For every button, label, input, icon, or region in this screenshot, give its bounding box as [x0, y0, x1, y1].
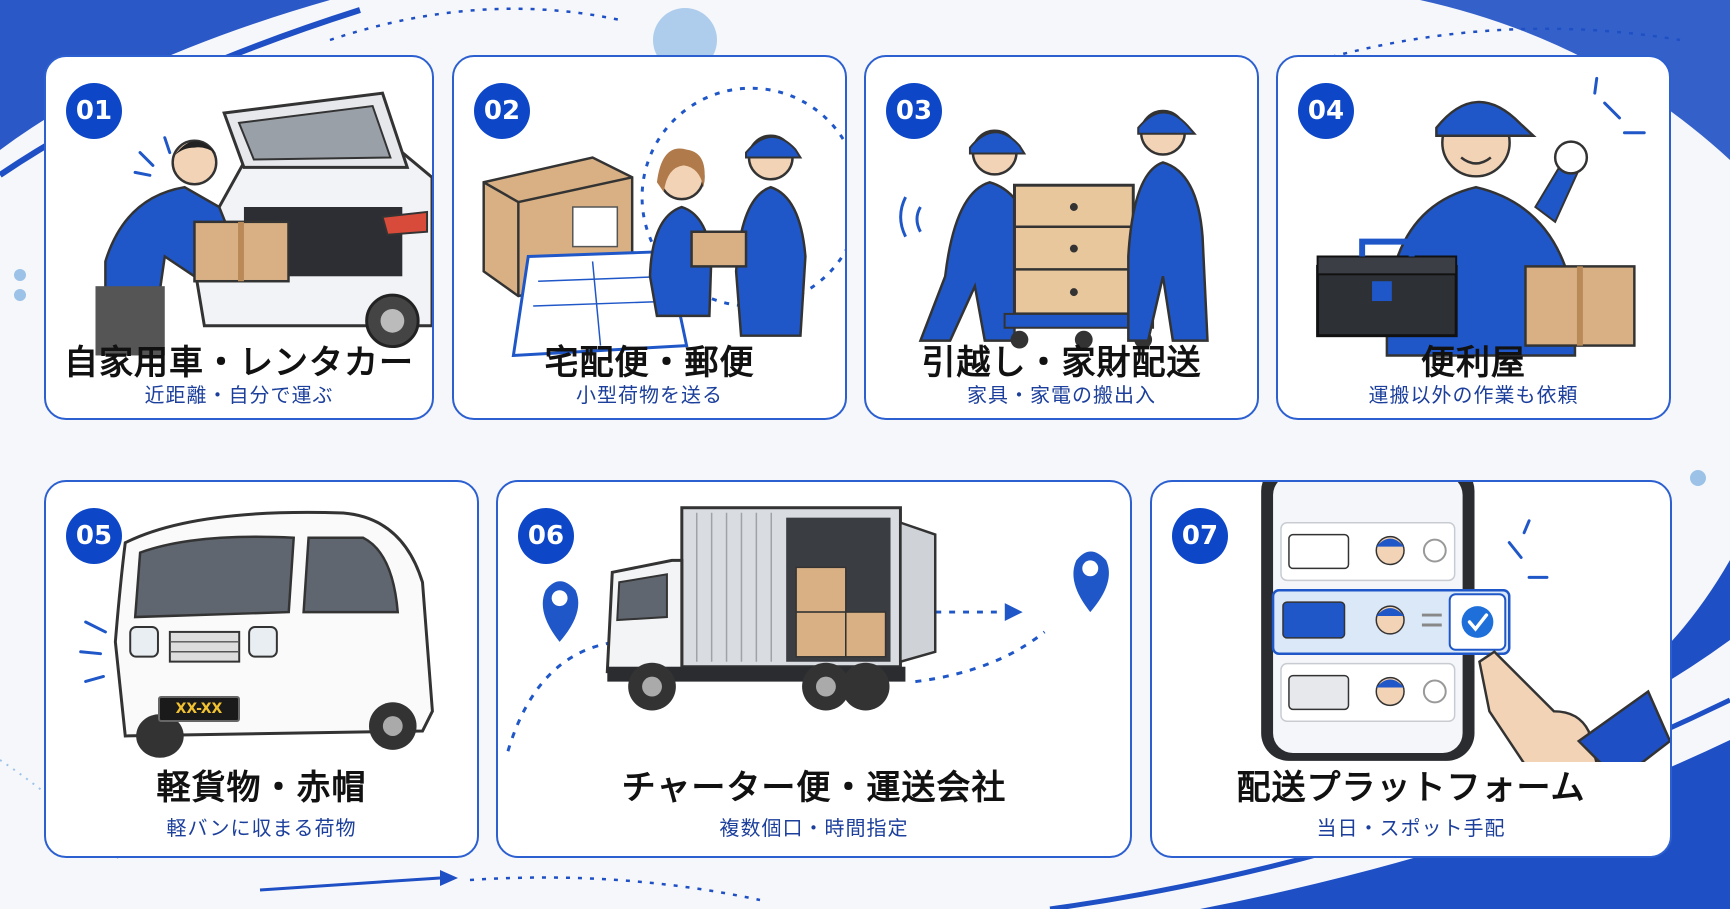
card-title: 自家用車・レンタカー: [64, 343, 414, 383]
card-private-car[interactable]: 01 自家用車・レンタカー 近距離・自分で運ぶ: [44, 55, 434, 420]
card-subtitle: 家具・家電の搬出入: [967, 383, 1156, 407]
step-number: 05: [66, 508, 122, 564]
card-subtitle: 複数個口・時間指定: [719, 816, 909, 840]
step-number: 04: [1298, 83, 1354, 139]
card-title: 軽貨物・赤帽: [156, 768, 367, 808]
card-subtitle: 当日・スポット手配: [1316, 816, 1506, 840]
card-subtitle: 小型荷物を送る: [576, 383, 723, 407]
card-title: 宅配便・郵便: [544, 343, 755, 383]
box-truck-route-icon: [506, 506, 1109, 752]
parcel-handover-icon: [482, 86, 845, 357]
card-subtitle: 運搬以外の作業も依頼: [1368, 383, 1579, 407]
card-title: 便利屋: [1421, 343, 1526, 383]
step-number: 06: [518, 508, 574, 564]
card-title: チャーター便・運送会社: [621, 768, 1007, 808]
movers-with-cabinet-icon: [899, 109, 1209, 349]
step-number: 02: [474, 83, 530, 139]
license-plate: XX-XX: [158, 696, 240, 722]
car-trunk-loading-icon: [95, 91, 432, 356]
step-number: 07: [1172, 508, 1228, 564]
step-number: 03: [886, 83, 942, 139]
kei-van-icon: [79, 510, 434, 758]
card-title: 引越し・家財配送: [921, 343, 1202, 383]
card-title: 配送プラットフォーム: [1236, 768, 1586, 808]
card-handyman[interactable]: 04 便利屋 運搬以外の作業も依頼: [1276, 55, 1671, 420]
card-subtitle: 軽バンに収まる荷物: [166, 816, 357, 840]
card-delivery-platform[interactable]: 07 配送プラットフォーム 当日・スポット手配: [1150, 480, 1672, 858]
card-parcel-post[interactable]: 02 宅配便・郵便 小型荷物を送る: [452, 55, 847, 420]
card-subtitle: 近距離・自分で運ぶ: [144, 383, 334, 407]
step-number: 01: [66, 83, 122, 139]
smartphone-driver-select-icon: [1261, 482, 1670, 762]
card-moving-furniture[interactable]: 03 引越し・家財配送 家具・家電の搬出入: [864, 55, 1259, 420]
plate-text: XX-XX: [175, 701, 223, 717]
card-charter-carrier[interactable]: 06 チャーター便・運: [496, 480, 1132, 858]
card-light-cargo[interactable]: 05 XX-XX 軽貨物・赤帽 軽バンに収まる荷物: [44, 480, 479, 858]
handyman-with-toolbox-icon: [1316, 76, 1646, 357]
